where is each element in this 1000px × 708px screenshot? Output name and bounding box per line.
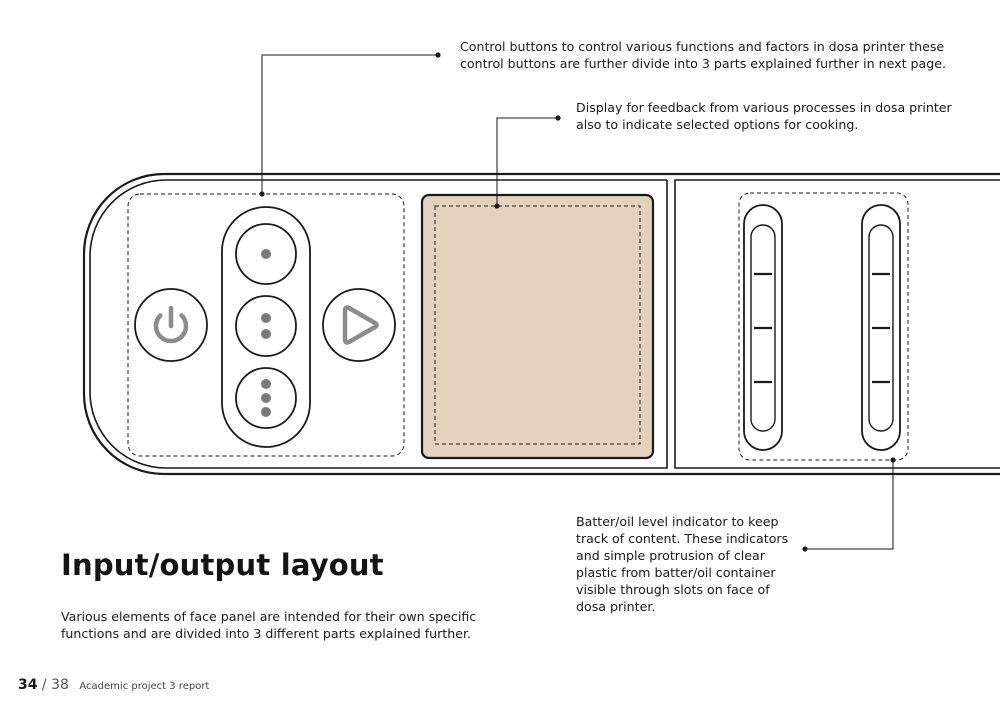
two-dots-button[interactable] <box>235 295 297 357</box>
annotation-line: also to indicate selected options for co… <box>576 117 859 132</box>
page-total: 38 <box>51 677 69 693</box>
one-dot-icon <box>261 249 271 259</box>
report-title: Academic project 3 report <box>79 681 210 692</box>
annotation-line: plastic from batter/oil container <box>576 565 776 580</box>
annotation-line: and simple protrusion of clear <box>576 548 765 563</box>
display-screen <box>420 193 655 460</box>
three-dots-button[interactable] <box>235 367 297 429</box>
annotation-line: visible through slots on face of <box>576 582 770 597</box>
level-indicator-zone <box>738 192 909 461</box>
annotation-line: control buttons are further divide into … <box>460 56 946 71</box>
two-dots-icon <box>261 313 271 339</box>
page-title: Input/output layout <box>61 548 384 582</box>
one-dot-button[interactable] <box>235 223 297 285</box>
power-icon <box>153 305 189 344</box>
page-footer: 34 / 38 Academic project 3 report <box>18 677 209 693</box>
face-panel-inner-left <box>89 179 668 469</box>
annotation-line: Control buttons to control various funct… <box>460 39 945 54</box>
leader-level <box>802 457 896 552</box>
three-dots-icon <box>261 379 271 417</box>
face-panel-inner-right <box>674 179 1000 469</box>
display-annotation: Display for feedback from various proces… <box>576 99 952 133</box>
display-zone <box>434 205 641 445</box>
power-button[interactable] <box>134 288 208 362</box>
page-separator: / <box>37 677 52 693</box>
play-icon <box>342 305 379 345</box>
oil-level-indicator <box>861 204 901 451</box>
level-indicator-annotation: Batter/oil level indicator to keep track… <box>576 513 788 615</box>
annotation-line: Batter/oil level indicator to keep <box>576 514 779 529</box>
description-line: functions and are divided into 3 differe… <box>61 626 471 641</box>
controls-zone <box>127 193 405 457</box>
page-number: 34 <box>18 677 38 693</box>
batter-level-indicator <box>743 204 783 451</box>
face-panel-outline <box>82 172 1000 476</box>
leader-controls <box>259 52 441 197</box>
description-line: Various elements of face panel are inten… <box>61 609 477 624</box>
page-description: Various elements of face panel are inten… <box>61 608 476 642</box>
controls-annotation: Control buttons to control various funct… <box>460 38 946 72</box>
play-button[interactable] <box>322 288 396 362</box>
annotation-line: Display for feedback from various proces… <box>576 100 952 115</box>
leader-display <box>494 115 561 209</box>
annotation-line: track of content. These indicators <box>576 531 789 546</box>
annotation-line: dosa printer. <box>576 599 656 614</box>
